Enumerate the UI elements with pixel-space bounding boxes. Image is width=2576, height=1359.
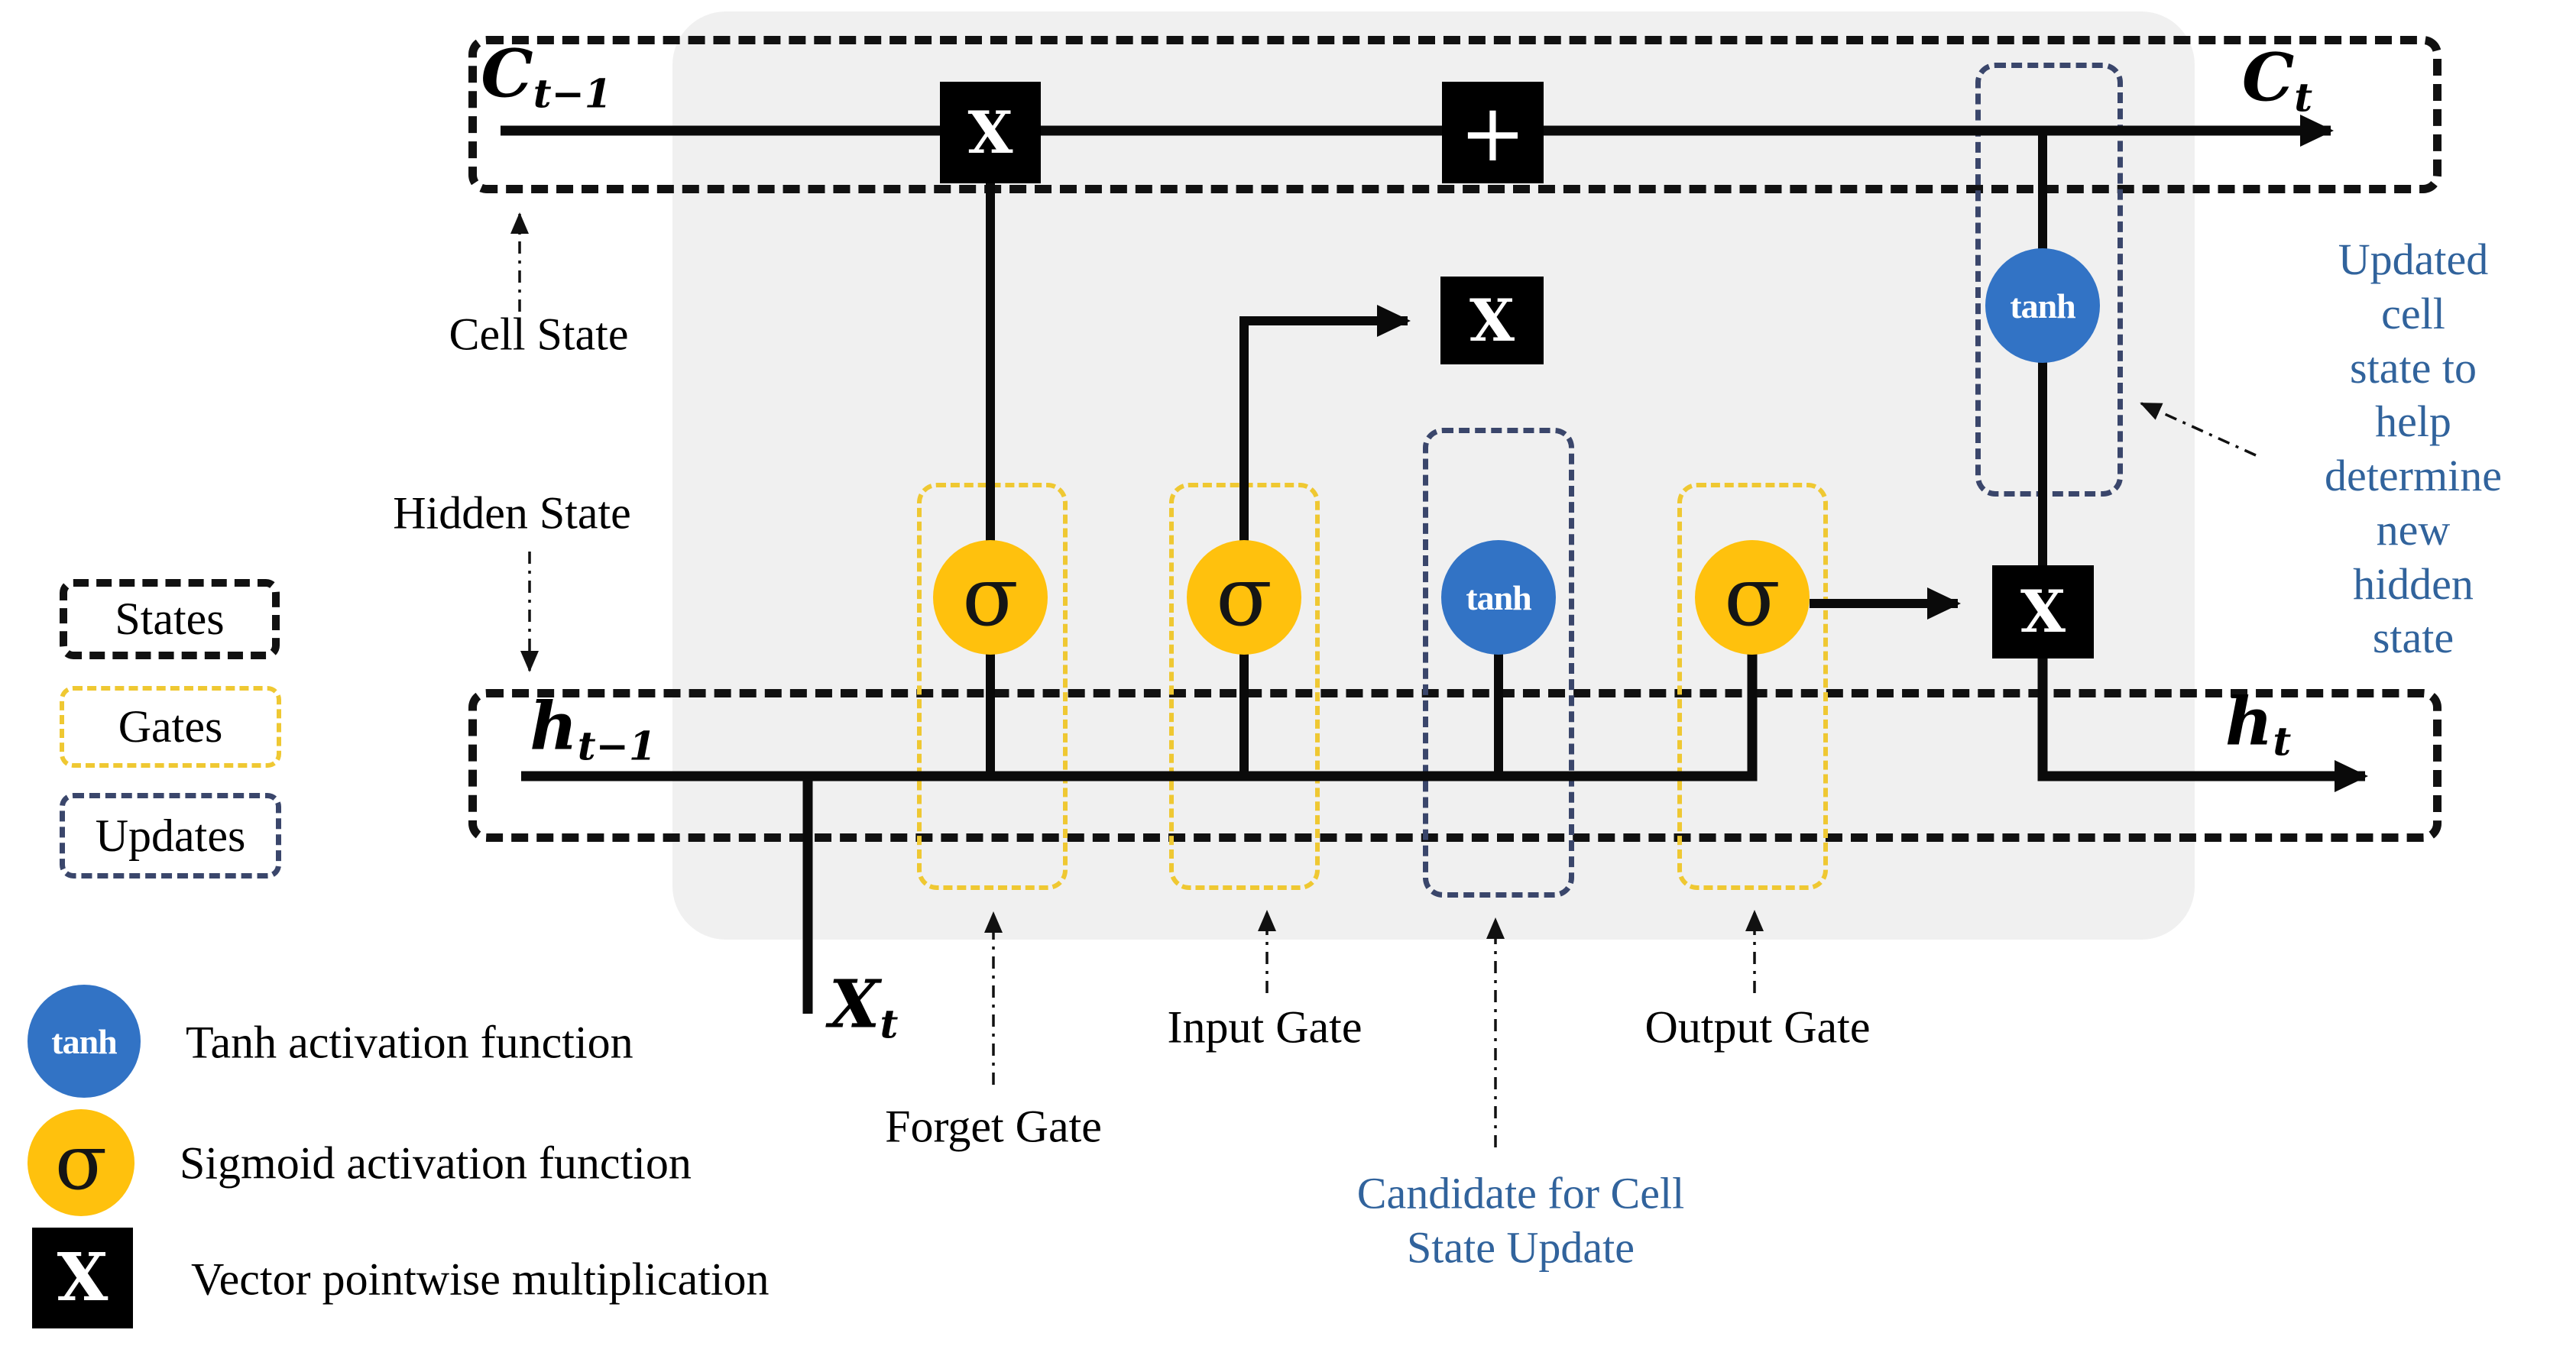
add-op-cell-update: + bbox=[1442, 82, 1544, 183]
legend-sigmoid-label: Sigmoid activation function bbox=[180, 1137, 692, 1189]
multiply-symbol: X bbox=[2020, 578, 2066, 646]
hidden-state-prev-label: ht−1 bbox=[530, 688, 656, 770]
candidate-annotation-line2: State Update bbox=[1407, 1222, 1635, 1272]
legend-gates-label: Gates bbox=[118, 701, 223, 752]
output-gate-sigma-icon: σ bbox=[1695, 540, 1810, 655]
multiply-op-forget: X bbox=[940, 82, 1041, 183]
updated-cell-line: state to help bbox=[2350, 342, 2477, 447]
input-gate-annotation: Input Gate bbox=[1167, 1001, 1363, 1053]
cell-output-tanh-icon: tanh bbox=[1985, 248, 2100, 363]
multiply-symbol: X bbox=[967, 98, 1013, 167]
legend-updates-label: Updates bbox=[95, 810, 246, 861]
legend-states-box: States bbox=[60, 579, 280, 659]
legend-states-label: States bbox=[115, 594, 225, 644]
candidate-annotation-line1: Candidate for Cell bbox=[1356, 1168, 1685, 1218]
updated-cell-annotation: Updated cell state to help determine new… bbox=[2325, 233, 2502, 665]
sigma-glyph: σ bbox=[1724, 549, 1781, 645]
sigma-glyph: σ bbox=[1216, 549, 1272, 645]
updated-cell-line: state bbox=[2372, 613, 2454, 663]
updated-cell-line: Updated cell bbox=[2338, 235, 2489, 338]
legend-multiply-label: Vector pointwise multiplication bbox=[191, 1254, 770, 1305]
multiply-op-input: X bbox=[1440, 277, 1544, 364]
updated-cell-line: new hidden bbox=[2353, 504, 2474, 609]
tanh-glyph: tanh bbox=[51, 1021, 117, 1061]
multiply-op-output: X bbox=[1992, 565, 2094, 658]
hidden-state-dashed-box bbox=[468, 689, 2442, 842]
forget-gate-annotation: Forget Gate bbox=[885, 1101, 1102, 1152]
cell-state-dashed-box bbox=[468, 36, 2442, 193]
multiply-symbol: X bbox=[1469, 286, 1515, 354]
forget-gate-sigma-icon: σ bbox=[933, 540, 1048, 655]
lstm-cell-background bbox=[672, 11, 2195, 940]
legend-updates-box: Updates bbox=[60, 793, 281, 878]
output-gate-dashed-box bbox=[1677, 483, 1828, 890]
legend-multiply-icon: X bbox=[32, 1228, 133, 1328]
output-gate-annotation: Output Gate bbox=[1644, 1001, 1871, 1053]
multiply-symbol: X bbox=[57, 1239, 109, 1316]
candidate-update-dashed-box bbox=[1423, 428, 1574, 898]
updated-cell-line: determine bbox=[2325, 451, 2502, 500]
input-gate-sigma-icon: σ bbox=[1187, 540, 1301, 655]
legend-gates-box: Gates bbox=[60, 686, 281, 768]
input-vector-label: Xt bbox=[828, 966, 899, 1048]
cell-state-annotation: Cell State bbox=[449, 309, 629, 360]
cell-state-prev-label: Ct−1 bbox=[481, 35, 612, 118]
legend-tanh-label: Tanh activation function bbox=[186, 1017, 633, 1068]
sigma-glyph: σ bbox=[962, 549, 1019, 645]
updated-cell-dashed-box bbox=[1975, 63, 2123, 497]
legend-tanh-icon: tanh bbox=[28, 985, 141, 1098]
tanh-glyph: tanh bbox=[2010, 286, 2075, 325]
hidden-state-annotation: Hidden State bbox=[393, 487, 631, 539]
plus-symbol: + bbox=[1459, 86, 1527, 180]
tanh-glyph: tanh bbox=[1466, 578, 1531, 617]
candidate-annotation: Candidate for Cell State Update bbox=[1357, 1166, 1684, 1275]
hidden-state-next-label: ht bbox=[2224, 683, 2292, 765]
cell-state-next-label: Ct bbox=[2241, 39, 2313, 121]
legend-sigmoid-icon: σ bbox=[28, 1109, 134, 1216]
candidate-tanh-icon: tanh bbox=[1441, 540, 1556, 655]
sigma-glyph: σ bbox=[54, 1118, 108, 1207]
